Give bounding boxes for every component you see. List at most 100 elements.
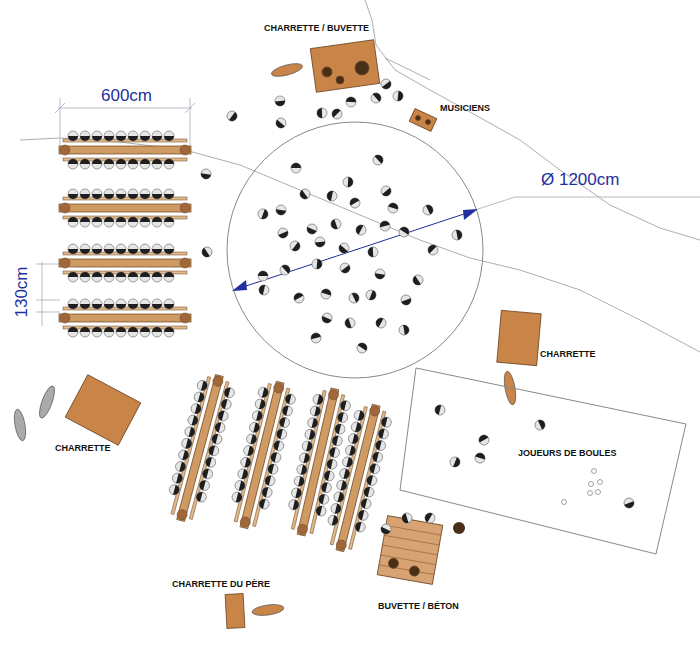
person [258,498,270,510]
person [399,293,412,306]
person [372,451,384,463]
person [92,272,102,282]
person [104,299,114,309]
area-label: CHARRETTE [540,349,596,360]
person [68,299,78,309]
person [140,217,150,227]
person [623,497,636,510]
person [363,486,375,498]
person [128,189,138,199]
person [195,491,207,503]
person [257,208,270,221]
people [68,77,635,536]
person [369,463,381,475]
barrel [453,522,465,534]
person [116,131,126,141]
person [293,475,305,487]
person [225,109,239,123]
table [233,380,291,531]
area-label: CHARRETTE DU PÈRE [172,579,270,590]
person [92,299,102,309]
area-border [400,368,686,554]
person [80,272,90,282]
person [329,446,341,458]
person [80,131,90,141]
person [278,263,292,277]
person [164,244,174,254]
person [366,474,378,486]
person [330,503,342,515]
table [59,197,191,219]
person [380,416,392,428]
person [299,452,311,464]
person [104,244,114,254]
person [323,470,335,482]
person [326,458,338,470]
person [326,190,338,202]
person [274,116,288,130]
person [343,177,354,188]
person [140,327,150,337]
person [270,451,282,463]
person [234,480,246,492]
person [379,184,393,198]
boule [562,469,603,505]
person [291,163,301,173]
person [397,225,411,239]
person [116,244,126,254]
person [92,159,102,169]
person [164,299,174,309]
person [360,498,372,510]
person [152,159,162,169]
dimension-label: Ø 1200cm [541,170,619,190]
person [393,91,404,102]
person [217,410,229,422]
person [315,505,327,517]
person [164,272,174,282]
person [152,217,162,227]
person [116,272,126,282]
person [80,159,90,169]
person [298,187,312,201]
person [346,97,356,107]
dimension-label: 130cm [12,266,32,317]
person [354,521,366,533]
person [276,226,289,239]
person [205,456,217,468]
person [357,509,369,521]
person [231,491,243,503]
animal [12,61,518,617]
person [116,327,126,337]
person [104,159,114,169]
person [288,239,302,253]
person [258,284,270,296]
person [344,444,356,456]
cart [65,40,541,629]
person [164,327,174,337]
person [533,418,546,431]
person [214,421,226,433]
person [305,222,318,235]
person [337,411,349,423]
dimension-line [55,98,195,150]
person [448,455,461,468]
area-label: JOUEURS DE BOULES [518,448,617,459]
person [92,244,102,254]
person [128,272,138,282]
person [281,405,293,417]
person [474,452,487,465]
person [426,243,440,257]
person [68,131,78,141]
person [312,393,324,405]
person [374,316,388,330]
person [398,324,410,336]
bar-stand [377,516,443,585]
person [451,229,463,241]
person [344,317,357,330]
area-label: CHARRETTE [55,443,111,454]
person [140,244,150,254]
person [248,421,260,433]
person [68,272,78,282]
person [310,332,322,344]
person [80,327,90,337]
